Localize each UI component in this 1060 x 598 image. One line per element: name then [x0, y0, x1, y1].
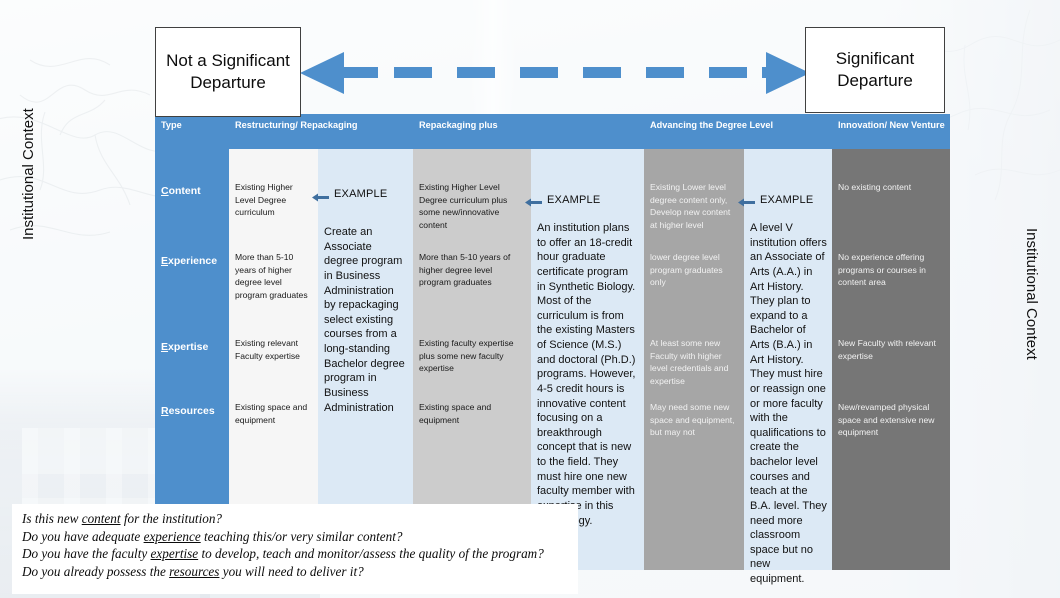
cell-restructuring-resources: Existing space and equipment [235, 402, 308, 425]
matrix-header-row: Type Restructuring/ Repackaging Repackag… [155, 114, 950, 149]
cell-repackaging-content: Existing Higher Level Degree curriculum … [419, 182, 508, 230]
row-label-expertise: Expertise [161, 341, 209, 353]
row-label-experience: Experience [161, 255, 218, 267]
cell-innovation-expertise: New Faculty with relevant expertise [838, 338, 936, 361]
header-innovation: Innovation/ New Venture [838, 120, 945, 130]
row-label-experience-initial: E [161, 255, 169, 267]
institutional-context-label-left: Institutional Context [20, 108, 37, 240]
example-text-repackaging-plus: An institution plans to offer an 18-cred… [537, 222, 636, 527]
descriptor-column-repackaging-plus: Existing Higher Level Degree curriculum … [413, 149, 531, 570]
not-significant-departure-box: Not a Significant Departure [155, 27, 301, 117]
example-column-restructuring: EXAMPLE Create an Associate degree progr… [312, 149, 413, 570]
question-experience-keyword: experience [143, 528, 201, 544]
row-label-expertise-initial: E [161, 341, 169, 353]
cell-advancing-expertise: At least some new Faculty with higher le… [650, 338, 729, 386]
cell-advancing-experience: lower degree level program graduates onl… [650, 252, 723, 288]
row-label-content-initial: C [161, 185, 169, 197]
question-resources: Do you already possess the resources you… [22, 564, 364, 580]
cell-innovation-resources: New/revamped physical space and extensiv… [838, 402, 935, 438]
cell-restructuring-content: Existing Higher Level Degree curriculum [235, 182, 293, 218]
significant-departure-box: Significant Departure [805, 27, 945, 113]
cell-repackaging-resources: Existing space and equipment [419, 402, 492, 425]
header-repackaging-plus: Repackaging plus [419, 120, 498, 130]
row-label-resources: Resources [161, 405, 215, 417]
example-label-restructuring: EXAMPLE [334, 188, 388, 200]
guiding-questions-box: Is this new content for the institution?… [12, 504, 578, 594]
descriptor-column-advancing-degree: Existing Lower level degree content only… [644, 149, 744, 570]
example-text-advancing-degree: A level V institution offers an Associat… [750, 222, 827, 585]
row-label-resources-initial: R [161, 405, 169, 417]
descriptor-column-innovation: No existing content No experience offeri… [832, 149, 950, 570]
example-pointer-arrow-icon [525, 198, 542, 207]
example-column-advancing-degree: EXAMPLE A level V institution offers an … [738, 149, 832, 585]
cell-advancing-content: Existing Lower level degree content only… [650, 182, 731, 230]
question-resources-keyword: resources [169, 564, 220, 580]
bidirectional-continuum-arrow [300, 52, 810, 94]
significant-departure-label: Significant Departure [835, 48, 915, 90]
descriptor-column-restructuring: Existing Higher Level Degree curriculum … [229, 149, 318, 570]
cell-restructuring-experience: More than 5-10 years of higher degree le… [235, 252, 308, 300]
matrix-body: Content Experience Expertise Resources E… [155, 149, 950, 585]
header-restructuring: Restructuring/ Repackaging [235, 120, 358, 130]
question-content-keyword: content [81, 511, 121, 526]
example-text-restructuring: Create an Associate degree program in Bu… [324, 226, 405, 414]
institutional-context-label-right: Institutional Context [1023, 228, 1040, 360]
example-label-advancing-degree: EXAMPLE [760, 194, 814, 206]
departure-matrix: Type Restructuring/ Repackaging Repackag… [155, 114, 950, 585]
cell-repackaging-expertise: Existing faculty expertise plus some new… [419, 338, 514, 374]
row-label-content: Content [161, 185, 201, 197]
example-pointer-arrow-icon [738, 198, 755, 207]
header-advancing-degree: Advancing the Degree Level [650, 120, 774, 130]
question-expertise: Do you have the faculty expertise to dev… [22, 546, 544, 562]
question-expertise-keyword: expertise [150, 546, 199, 562]
cell-restructuring-expertise: Existing relevant Faculty expertise [235, 338, 300, 361]
question-experience: Do you have adequate experience teaching… [22, 528, 403, 544]
not-significant-departure-label: Not a Significant Departure [166, 50, 290, 92]
cell-advancing-resources: May need some new space and equipment, b… [650, 402, 735, 438]
example-pointer-arrow-icon [312, 193, 329, 202]
cell-innovation-experience: No experience offering programs or cours… [838, 252, 926, 288]
header-type: Type [155, 114, 229, 149]
row-label-column: Content Experience Expertise Resources [155, 149, 229, 570]
example-label-repackaging-plus: EXAMPLE [547, 194, 601, 206]
question-content: Is this new content for the institution? [22, 511, 223, 526]
example-column-repackaging-plus: EXAMPLE An institution plans to offer an… [525, 149, 644, 570]
cell-repackaging-experience: More than 5-10 years of higher degree le… [419, 252, 511, 288]
cell-innovation-content: No existing content [838, 182, 912, 192]
